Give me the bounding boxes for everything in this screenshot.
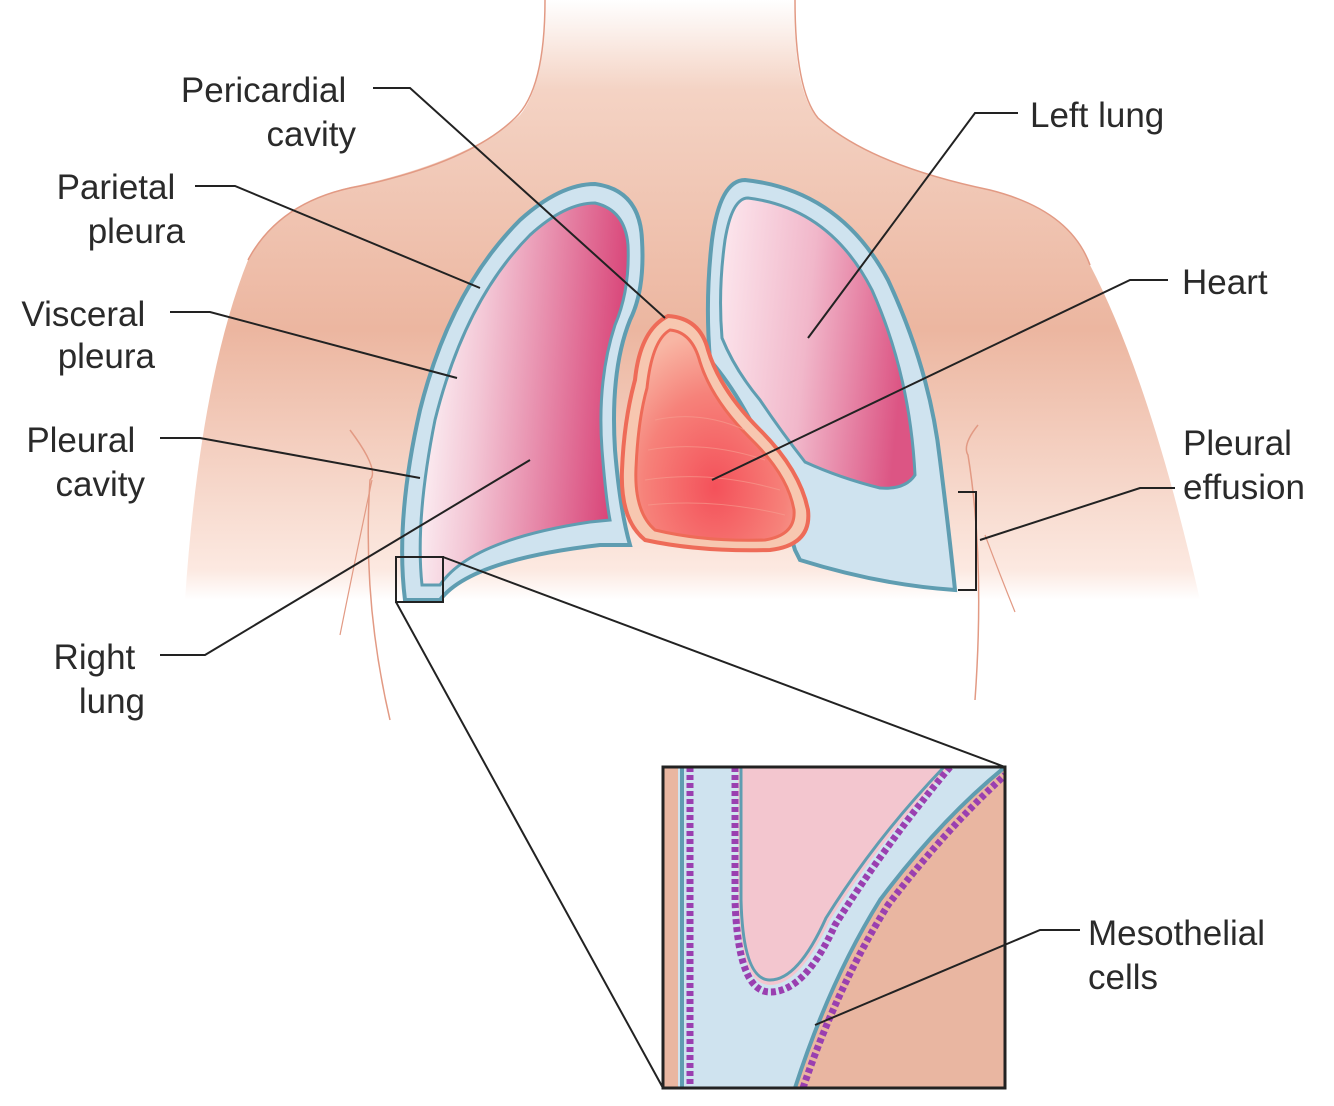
inset-cells-inner (731, 767, 953, 996)
heart-texture (644, 416, 786, 516)
right-lung (418, 201, 630, 587)
zoom-indicator (395, 556, 1006, 1089)
label-left-lung: Left lung (1030, 96, 1164, 135)
right-arm-line-2 (984, 534, 1016, 613)
zoom-source-box (395, 556, 444, 603)
heart-group (619, 313, 811, 553)
leader-parietal-pleura (195, 185, 481, 289)
leader-visceral-pleura (170, 311, 458, 379)
heart (634, 328, 796, 542)
leader-mesothelial-cells (814, 929, 1080, 1026)
left-lung (719, 196, 917, 490)
inset (661, 765, 1007, 1090)
leader-right-lung (160, 459, 531, 656)
inset-frame (661, 765, 1007, 1090)
zoom-line-bottom (395, 601, 664, 1089)
label-pericardial-cavity: Pericardial cavity (181, 71, 357, 154)
leader-lines (160, 87, 1175, 1026)
right-arm-line (965, 424, 980, 701)
label-pleural-effusion: Pleural effusion (1183, 424, 1305, 507)
left-arm-line-2 (339, 479, 373, 636)
label-mesothelial-cells: Mesothelial cells (1088, 914, 1275, 997)
label-parietal-pleura: Parietal pleura (57, 168, 186, 251)
leader-left-lung (807, 112, 1018, 339)
neck-left-line (247, 0, 546, 261)
neck-right-line (794, 0, 1091, 266)
right-lung-group (400, 181, 645, 602)
left-lung-group (705, 177, 977, 593)
label-pleural-cavity: Pleural cavity (26, 421, 145, 504)
leader-pericardial-cavity (373, 87, 666, 319)
leader-pleural-effusion (979, 487, 1175, 541)
left-arm-line (349, 429, 391, 721)
inset-visceral-membrane (739, 767, 946, 982)
inset-cells-outer (686, 767, 1005, 1088)
inset-parietal-membrane (680, 767, 1005, 1088)
effusion-bracket (958, 491, 977, 591)
label-visceral-pleura: Visceral pleura (21, 295, 155, 376)
leader-heart (711, 279, 1168, 481)
label-right-lung: Right lung (54, 638, 145, 721)
label-heart: Heart (1182, 263, 1268, 302)
leader-pleural-cavity (160, 437, 421, 479)
zoom-line-top (442, 556, 1006, 768)
